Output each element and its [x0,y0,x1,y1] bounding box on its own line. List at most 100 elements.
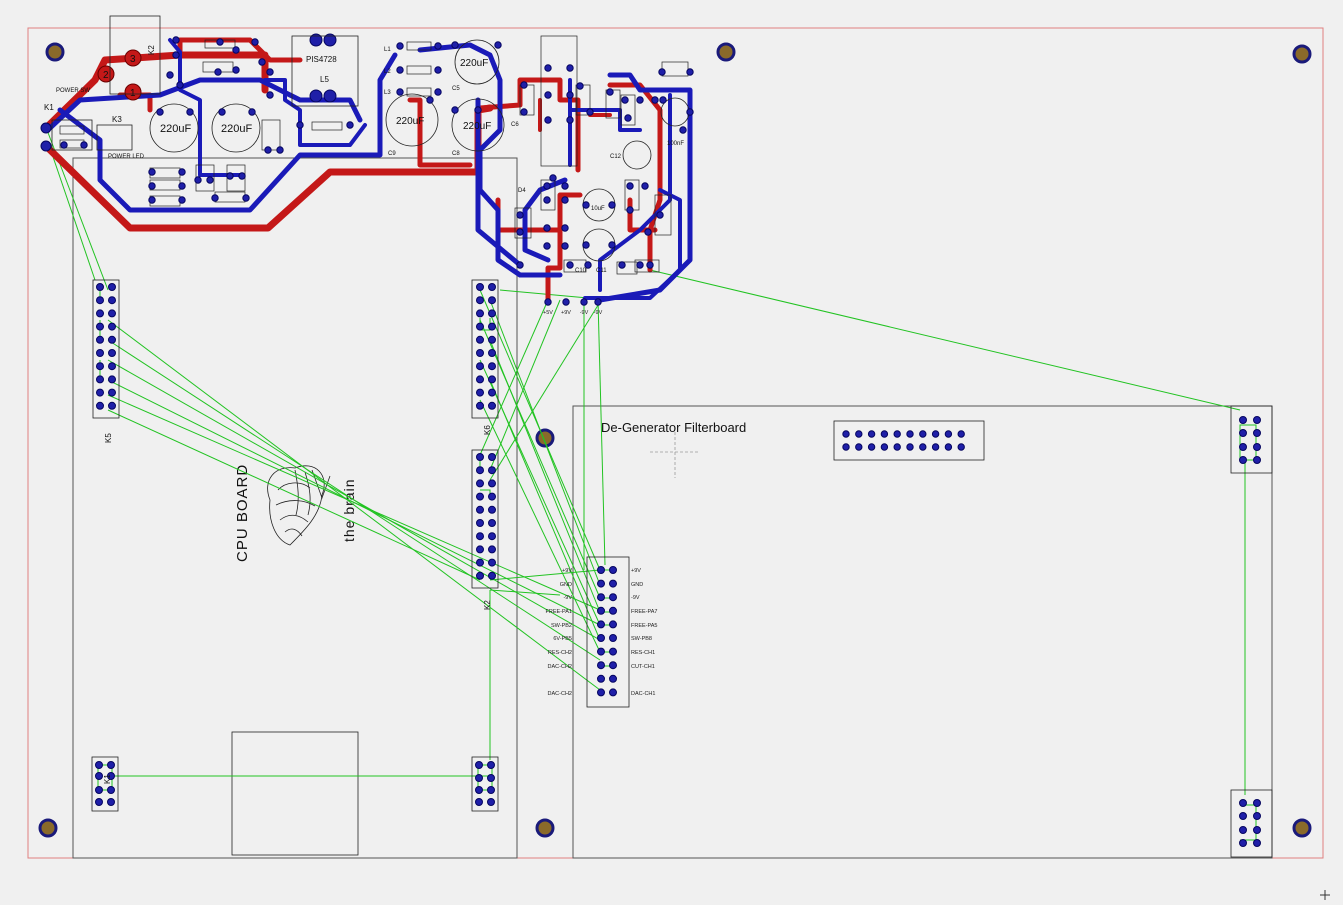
k2-label: K2 [483,600,492,610]
pad [880,430,889,438]
header-k2[interactable]: K2 [471,449,499,610]
pad [474,106,482,114]
d4-label: D4 [518,188,526,194]
pad [609,674,617,683]
pad [96,296,104,305]
pad [476,466,484,475]
mounting-hole-icon [535,818,555,838]
pad [488,545,496,554]
pad [218,108,226,116]
header-pin-label-right: RES-CH1 [631,650,655,656]
header-bottom-right[interactable] [471,756,499,812]
filter-header-bottom-right[interactable] [1230,789,1273,858]
pad [906,430,914,438]
pad [476,388,484,397]
pad [488,362,496,371]
pad [148,182,156,190]
header-pin-label-left: DAC-CH2 [548,691,572,697]
pad [597,566,605,574]
pad [476,283,484,291]
pad [488,558,496,567]
header-pin-label-left: +9V [562,568,572,574]
pad [148,196,156,204]
pad [476,362,484,371]
pad [893,430,901,438]
pad [867,443,876,451]
rail-label: +9V [561,310,571,316]
pad [476,505,484,514]
header-k5[interactable]: K5 [92,279,120,443]
top-copper-traces [42,37,663,303]
l3-label: L3 [384,90,391,96]
pad [488,532,496,541]
pad [108,309,116,318]
pad [178,168,186,176]
header-pin-label-right: FREE-PA5 [631,623,658,629]
pad [494,41,502,49]
pad [451,41,459,49]
pad [609,634,617,642]
header-pin-label-right: GND [631,582,643,588]
pad [584,261,592,269]
pad [156,108,164,116]
c8-label: C8 [452,151,460,157]
pad [232,66,240,74]
header-pin-label-right: SW-PB8 [631,636,652,642]
pad [562,298,570,306]
filter-header-top-right[interactable] [1230,405,1273,474]
pad [867,430,876,438]
pad [178,182,186,190]
cpu-board-outline [72,157,518,859]
pad [206,176,214,184]
pad [488,505,496,514]
pad [476,479,484,488]
pad [108,335,116,344]
pad [488,283,496,291]
pad [842,430,850,438]
pad [426,96,434,104]
pad [520,108,528,116]
pad [488,492,496,501]
pad [476,401,484,410]
header-pin-label-left: RES-CH2 [548,650,572,656]
pad [476,335,484,344]
pad [80,141,88,149]
header-pin-label-left: GND [560,582,572,588]
pad [476,571,484,580]
pad [880,443,889,451]
pad [842,443,850,451]
pad [96,335,104,344]
pad [476,545,484,554]
pad [488,335,496,344]
pad [931,443,940,451]
header-k1-bottom[interactable]: K1 [91,756,119,812]
pad [561,182,569,190]
pad [476,309,484,318]
pad [516,261,524,269]
pad [488,322,496,331]
pad [266,91,274,99]
header-k6[interactable]: K6 [471,279,499,435]
pad [148,168,156,176]
filter-header-main[interactable]: +9VGND-9VFREE-PA1SW-PB26V-PB5RES-CH2DAC-… [546,556,658,708]
pad [488,296,496,305]
cpu-board: CPU BOARD the brain [72,157,518,859]
pad [893,443,901,451]
pad [60,141,68,149]
pad [597,620,605,629]
power-section: 3 2 1 K2 POWER SW K1 K3 POWER LED PIS472… [40,15,694,316]
pad [488,519,496,527]
mounting-holes [38,42,1312,838]
pad [172,51,180,59]
pad [264,146,272,154]
pad [520,81,528,89]
pad [396,66,404,74]
l5-label: L5 [320,75,329,84]
pad [232,46,240,54]
c12-label: C12 [610,154,622,160]
cpu-module-footprint [231,731,359,856]
pad [609,593,617,602]
pad [166,71,174,79]
ratsnest-lines [46,129,1257,841]
